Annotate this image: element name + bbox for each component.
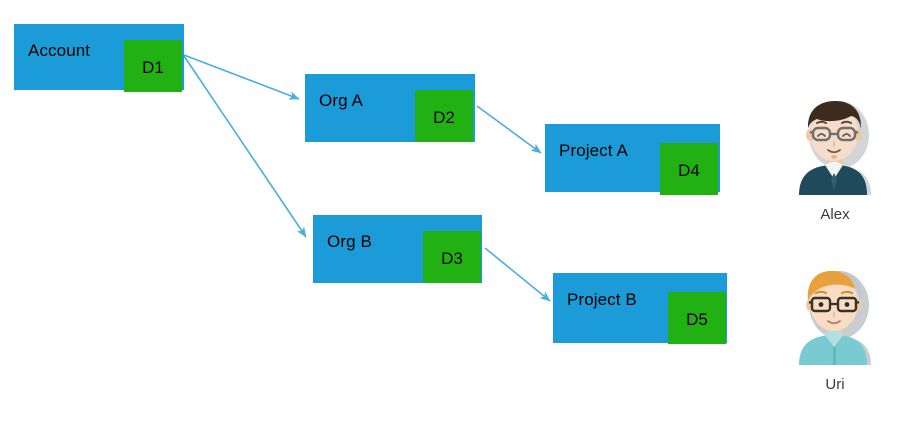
edge-account-to-org-b — [183, 55, 307, 238]
node-project-b[interactable]: Project B D5 — [553, 273, 727, 344]
node-org-b-badge[interactable]: D3 — [423, 231, 481, 283]
node-project-b-badge-label: D5 — [686, 309, 708, 329]
edge-account-to-org-a — [183, 54, 300, 100]
node-account[interactable]: Account D1 — [14, 24, 184, 92]
node-org-b[interactable]: Org B D3 — [313, 215, 482, 283]
node-project-a[interactable]: Project A D4 — [545, 124, 720, 195]
node-org-a-badge-label: D2 — [433, 107, 455, 127]
node-account-badge-label: D1 — [142, 57, 164, 77]
avatar-alex-icon — [799, 101, 871, 195]
person-uri-name: Uri — [825, 376, 845, 393]
node-account-badge[interactable]: D1 — [124, 40, 182, 92]
node-org-a[interactable]: Org A D2 — [305, 74, 475, 142]
node-project-a-label: Project A — [559, 141, 628, 160]
node-org-a-badge[interactable]: D2 — [415, 90, 473, 142]
node-project-a-badge-label: D4 — [678, 160, 700, 180]
node-project-a-badge[interactable]: D4 — [660, 143, 718, 195]
node-project-b-badge[interactable]: D5 — [668, 292, 726, 344]
person-alex[interactable]: Alex — [780, 95, 890, 222]
node-project-b-label: Project B — [567, 290, 637, 309]
person-alex-name: Alex — [820, 206, 850, 223]
node-org-b-label: Org B — [327, 232, 372, 251]
node-org-b-badge-label: D3 — [441, 248, 463, 268]
edge-org-b-to-project-b — [484, 247, 551, 302]
avatar-uri-icon — [799, 270, 871, 365]
edge-org-a-to-project-a — [476, 105, 542, 154]
person-uri[interactable]: Uri — [780, 265, 890, 392]
node-account-label: Account — [28, 41, 91, 60]
node-org-a-label: Org A — [319, 91, 363, 110]
